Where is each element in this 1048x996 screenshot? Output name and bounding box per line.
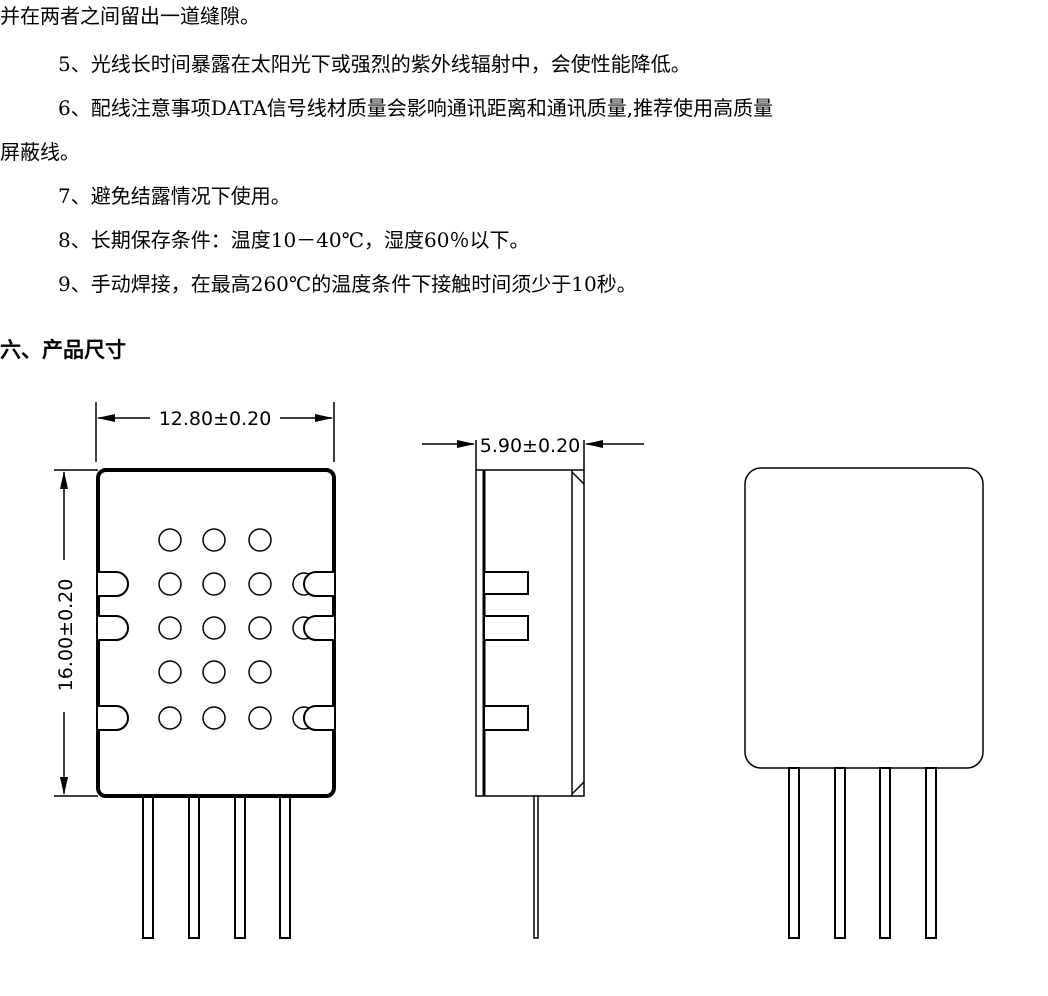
text-item-8: 8、长期保存条件：温度10－40℃，湿度60％以下。 — [58, 228, 530, 252]
body-edge-line — [571, 781, 585, 795]
mounting-clips — [98, 571, 334, 731]
sensor-body-back — [744, 467, 984, 769]
text-item-6-cont: 屏蔽线。 — [0, 140, 80, 164]
body-edge-line — [571, 471, 585, 485]
front-view: 12.80±0.20 16.00±0.20 — [54, 402, 336, 939]
back-view — [744, 467, 984, 939]
width-dimension-label: 12.80±0.20 — [159, 408, 272, 430]
side-view: 5.90±0.20 — [422, 435, 644, 939]
text-item-7: 7、避免结露情况下使用。 — [58, 184, 291, 208]
text-item-5: 5、光线长时间暴露在太阳光下或强烈的紫外线辐射中，会使性能降低。 — [58, 52, 691, 76]
sensor-pins — [142, 795, 291, 939]
sensor-body-front — [96, 468, 336, 798]
text-line-gap: 并在两者之间留出一道缝隙。 — [0, 4, 260, 28]
side-clips — [483, 571, 529, 731]
text-item-9: 9、手动焊接，在最高260℃的温度条件下接触时间须少于10秒。 — [58, 272, 637, 296]
vent-holes — [158, 528, 316, 730]
depth-dimension-label: 5.90±0.20 — [480, 435, 581, 457]
section-heading: 六、产品尺寸 — [0, 338, 126, 362]
back-pins — [788, 767, 937, 939]
side-pin — [533, 795, 539, 939]
sensor-body-side — [475, 469, 585, 797]
height-dimension-label: 16.00±0.20 — [55, 579, 77, 692]
text-item-6: 6、配线注意事项DATA信号线材质量会影响通讯距离和通讯质量,推荐使用高质量 — [58, 96, 774, 120]
